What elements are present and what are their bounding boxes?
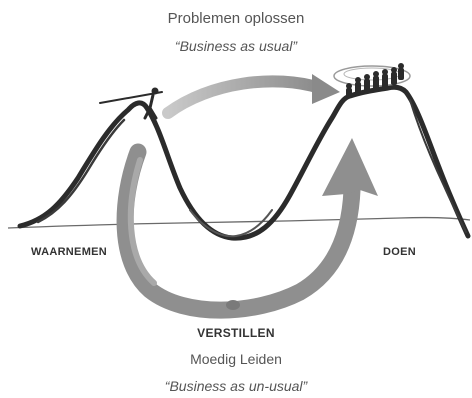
group-figures	[333, 63, 411, 98]
lone-figure-body	[143, 93, 158, 120]
top-subtitle: “Business as usual”	[174, 38, 298, 54]
bottom-subtitle: “Business as un-usual”	[164, 378, 308, 394]
mountain-outline	[17, 84, 471, 241]
bottom-label: VERSTILLEN	[197, 326, 275, 340]
top-title: Problemen oplossen	[167, 10, 305, 27]
u-arrow-head	[322, 138, 378, 196]
label-doen: DOEN	[383, 246, 416, 258]
bottom-title: Moedig Leiden	[190, 351, 282, 367]
top-arc-arrow	[162, 75, 326, 119]
valley-shading	[189, 209, 273, 238]
lone-figure	[99, 87, 163, 120]
bottom-dot	[226, 300, 240, 310]
lone-figure-staff	[99, 91, 163, 104]
group-halo	[333, 65, 411, 87]
u-arrow	[116, 143, 361, 319]
label-waarnemen: WAARNEMEN	[31, 246, 108, 258]
top-arc-arrow-head	[312, 74, 340, 104]
ground-line	[7, 216, 471, 229]
u-arrow-inner-shade	[127, 157, 157, 286]
mountain-left-shading	[36, 118, 126, 224]
mountain-right-shading	[409, 99, 467, 233]
